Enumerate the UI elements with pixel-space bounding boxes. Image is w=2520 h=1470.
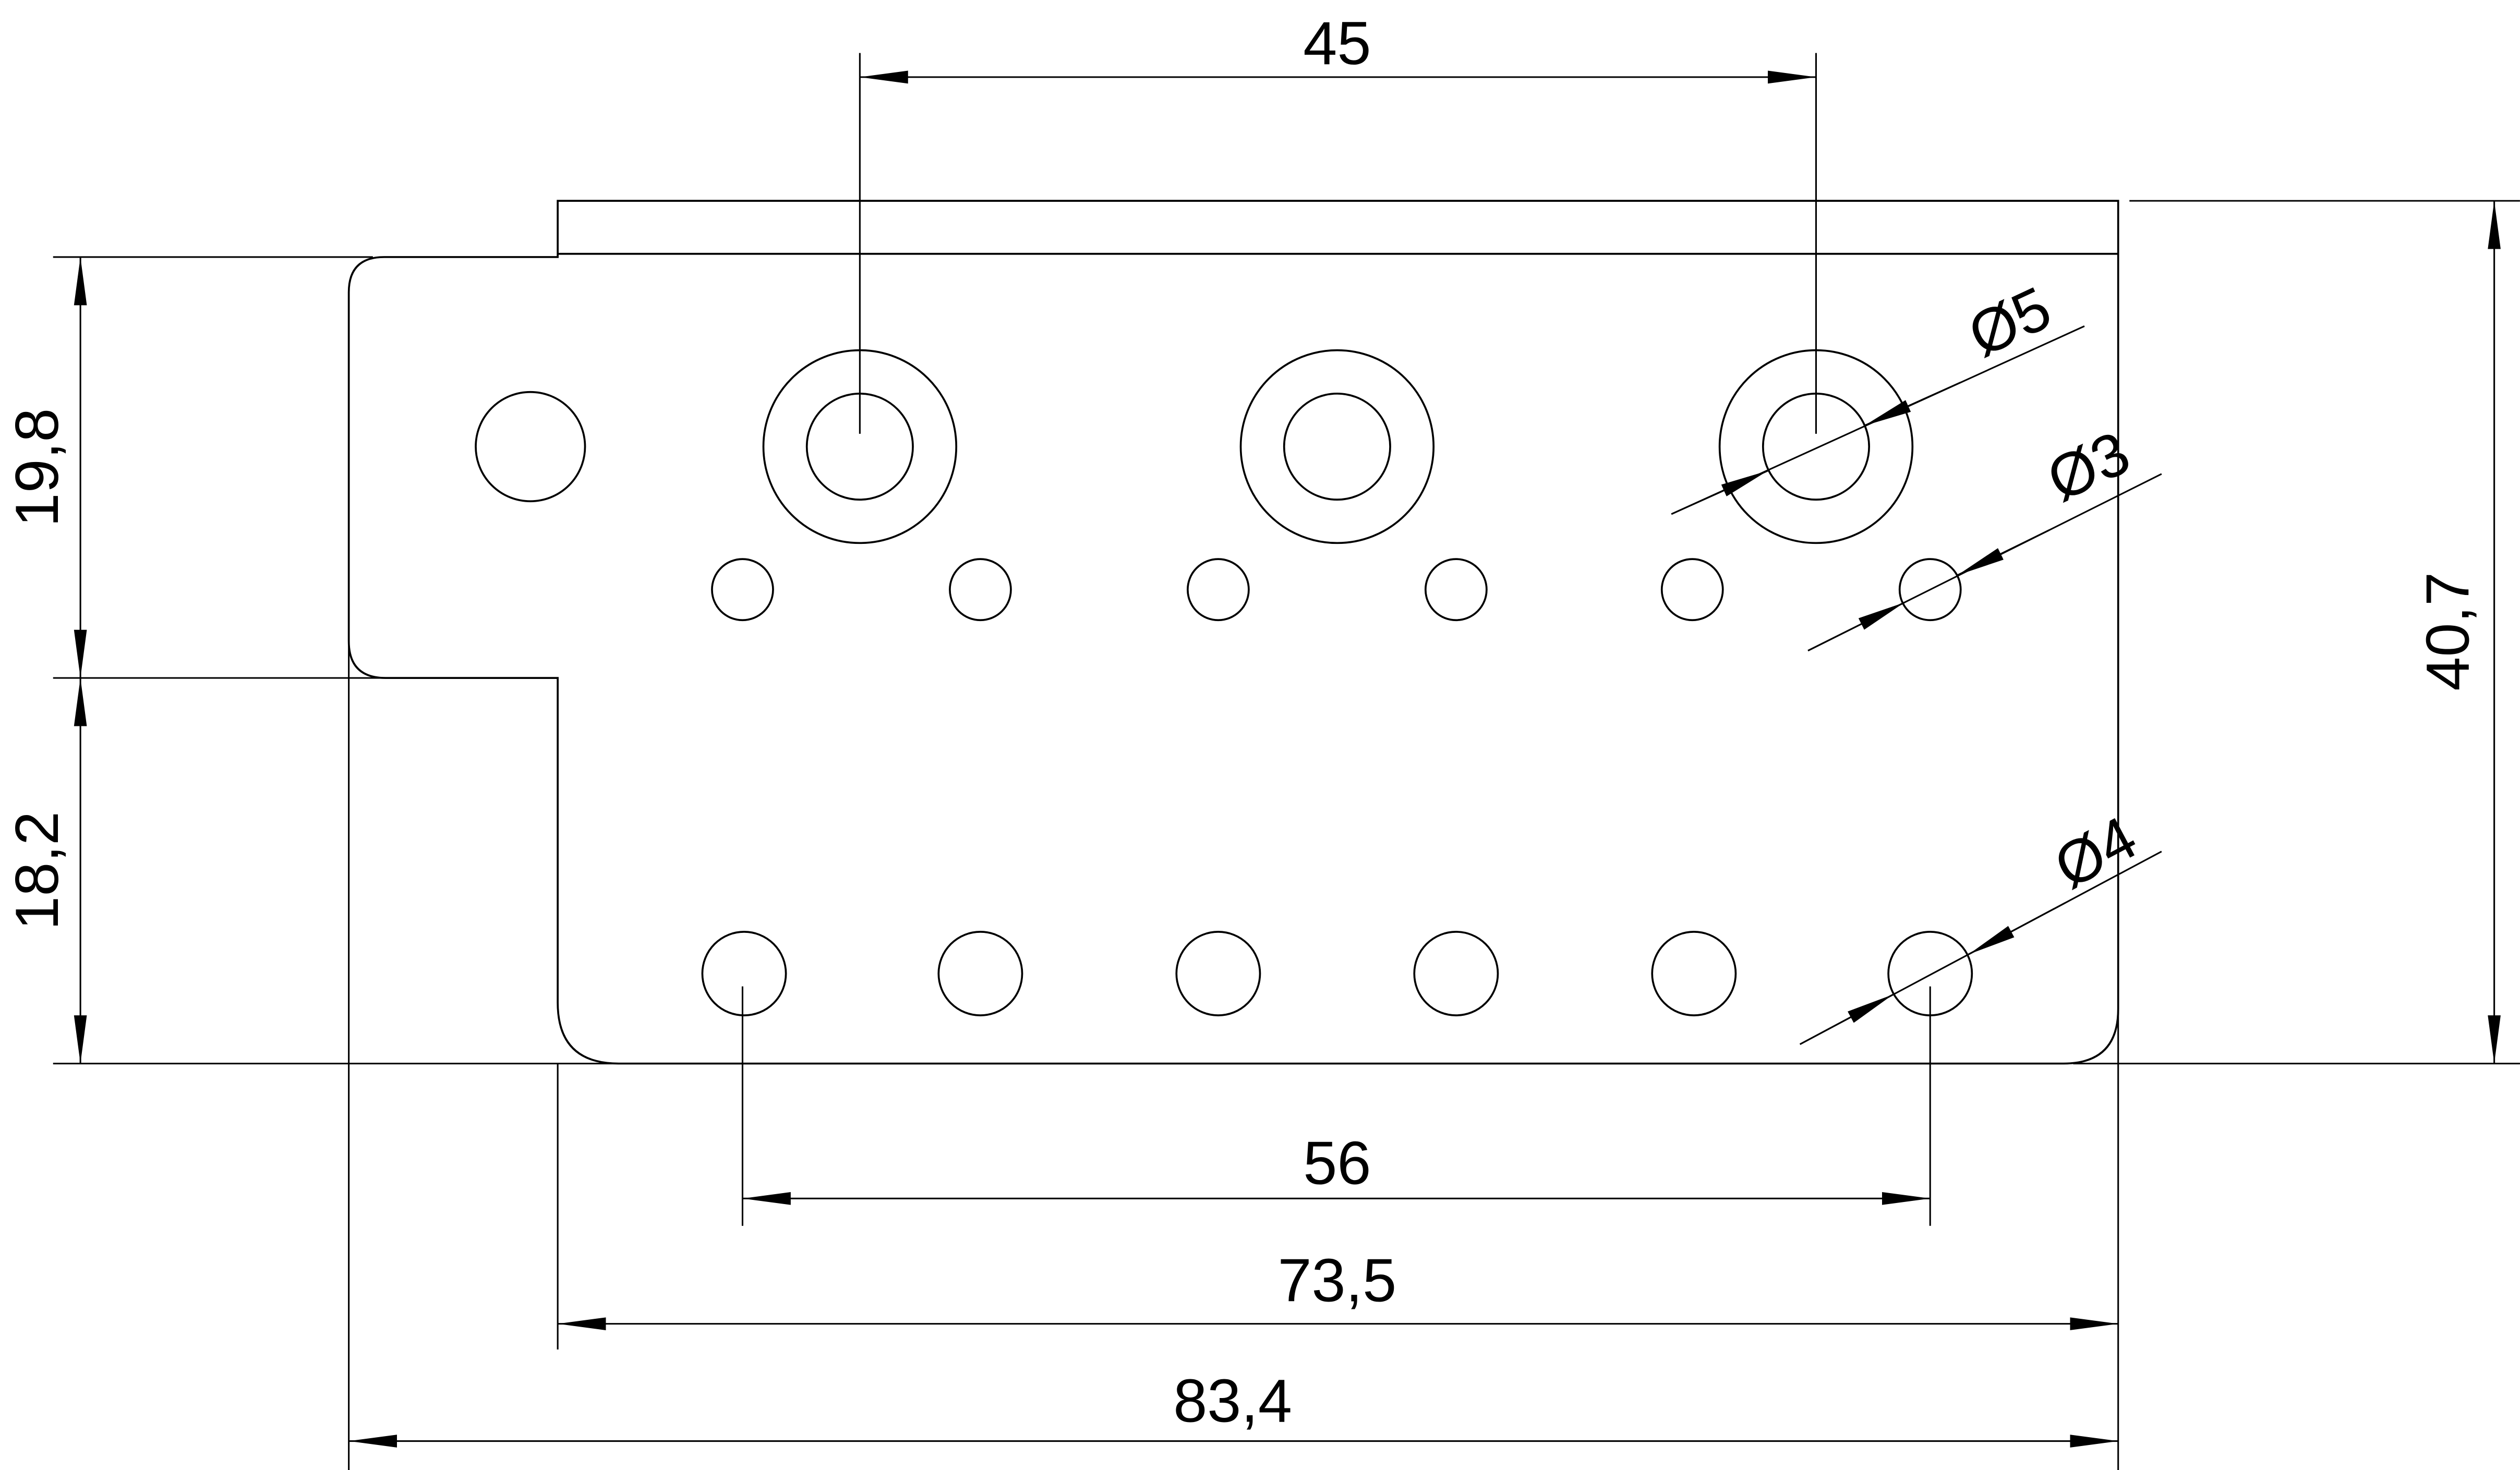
small-hole-row bbox=[711, 558, 1962, 622]
dimension-19-8: 19,8 bbox=[3, 257, 87, 678]
dia-5-label: Ø5 bbox=[1958, 273, 2061, 370]
dim-83-4-label: 83,4 bbox=[1173, 1367, 1292, 1435]
dimension-83-4: 83,4 bbox=[348, 1367, 2118, 1448]
dimension-18-2: 18,2 bbox=[3, 678, 87, 1064]
dim-40-7-label: 40,7 bbox=[2413, 572, 2481, 691]
dimension-40-7: 40,7 bbox=[2413, 201, 2501, 1064]
dimension-56: 56 bbox=[742, 1129, 1931, 1205]
dim-18-2-label: 18,2 bbox=[3, 811, 71, 930]
dim-19-8-label: 19,8 bbox=[3, 408, 71, 527]
dim-56-label: 56 bbox=[1303, 1129, 1371, 1197]
dim-45-label: 45 bbox=[1303, 9, 1371, 77]
top-hole-row bbox=[475, 349, 1914, 544]
dia-3-label: Ø3 bbox=[2037, 418, 2140, 514]
diameter-5-callout: Ø5 bbox=[1671, 273, 2085, 515]
bracket-outline bbox=[347, 200, 2119, 1065]
dia-4-label: Ø4 bbox=[2043, 803, 2147, 902]
extension-lines bbox=[53, 53, 2520, 1470]
dim-73-5-label: 73,5 bbox=[1277, 1246, 1396, 1315]
dimension-73-5: 73,5 bbox=[558, 1246, 2118, 1330]
bottom-hole-row bbox=[701, 931, 1973, 1016]
diameter-4-callout: Ø4 bbox=[1799, 803, 2162, 1045]
diameter-3-callout: Ø3 bbox=[1807, 418, 2162, 652]
dimension-45: 45 bbox=[860, 9, 1816, 84]
